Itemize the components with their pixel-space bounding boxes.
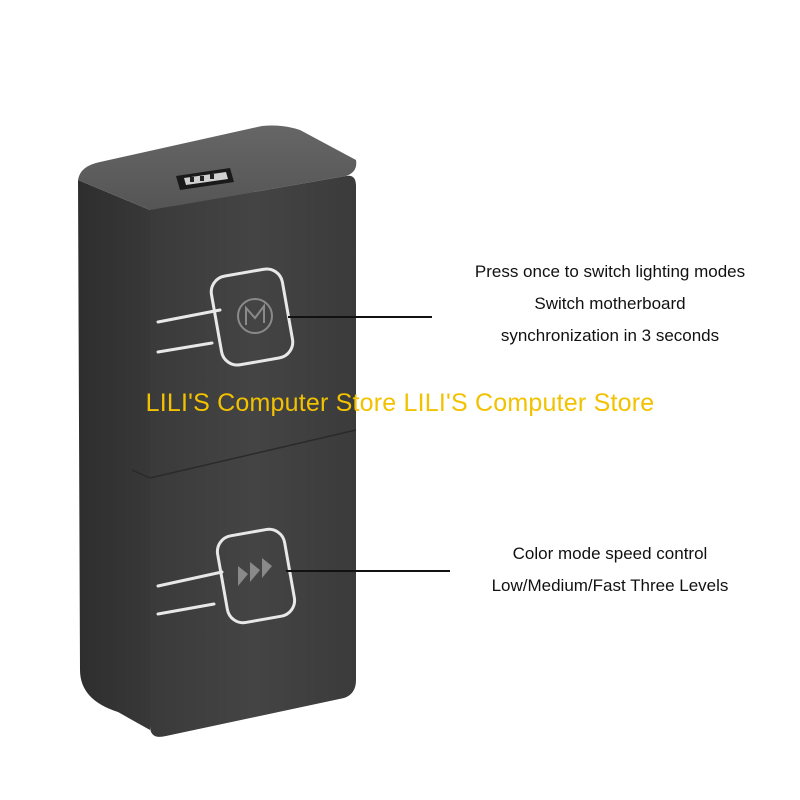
- speed-callout-line1: Color mode speed control: [512, 544, 708, 563]
- device-side-face: [78, 180, 150, 730]
- mode-button-callout: Press once to switch lighting modes Swit…: [430, 256, 790, 352]
- speed-button-callout: Color mode speed control Low/Medium/Fast…: [430, 538, 790, 602]
- speed-callout-line2: Low/Medium/Fast Three Levels: [491, 576, 729, 595]
- mode-callout-line1: Press once to switch lighting modes: [474, 262, 746, 281]
- mode-callout-line3: synchronization in 3 seconds: [500, 326, 720, 345]
- fast-forward-icon: [238, 558, 272, 586]
- device-seam: [131, 429, 357, 479]
- store-watermark: LILI'S Computer Store LILI'S Computer St…: [145, 389, 655, 417]
- device-top-face: [78, 125, 357, 210]
- device-front-face: [150, 175, 356, 737]
- argb-port-icon: [176, 168, 234, 190]
- mode-button: [156, 267, 295, 367]
- m-letter-icon: [237, 298, 273, 334]
- mode-callout-line2: Switch motherboard: [534, 294, 686, 313]
